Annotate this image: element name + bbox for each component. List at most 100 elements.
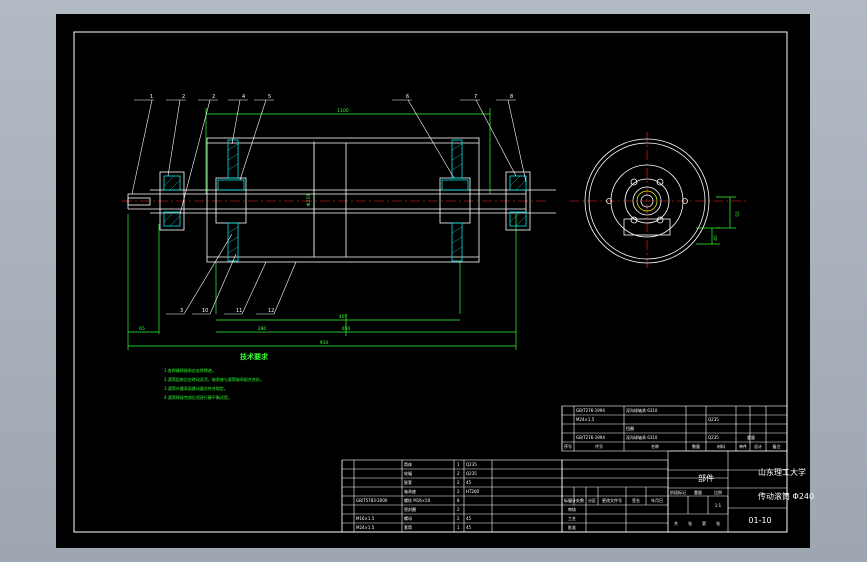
balloon-3: 3 (180, 308, 183, 314)
lower-row-5-name: 密封圈 (404, 506, 416, 512)
lower-row-6-name: 螺母 (404, 515, 412, 521)
balloon-8: 8 (510, 94, 513, 100)
end-view (584, 138, 710, 264)
org-name: 山东理工大学 (758, 467, 806, 477)
lower-row-3-material: HT200 (466, 489, 480, 494)
lower-row-5-qty: 2 (457, 507, 460, 512)
sheet-label-3: 张 (716, 520, 720, 526)
lower-row-1-qty: 2 (457, 471, 460, 476)
balloon-6: 6 (406, 94, 409, 100)
lower-row-3-qty: 2 (457, 489, 460, 494)
sheet-label-1: 张 (688, 520, 692, 526)
upper-header-6: 总计 (754, 443, 762, 449)
upper-header-1: 代号 (595, 443, 603, 449)
upper-row-3-code: GB/T276-1994 (576, 435, 605, 440)
lower-row-1-material: Q235 (466, 471, 477, 476)
balloon-10: 10 (202, 308, 208, 314)
upper-row-3-name: 深沟球轴承 6310 (626, 434, 658, 440)
lower-row-6-material: 45 (466, 516, 472, 521)
end-view-bearing (636, 190, 658, 212)
lower-row-0-material: Q235 (466, 462, 477, 467)
dimension-lines (127, 108, 736, 350)
dim-diameter: Φ219 (306, 194, 312, 206)
balloon-12: 12 (268, 308, 274, 314)
dim-mid-length-2: 650 (342, 326, 351, 332)
roller-body (127, 137, 556, 263)
sign-label-4: 签名 (632, 497, 640, 503)
sign-label-1: 处数 (576, 497, 584, 503)
upper-weight-label: 重量 (747, 434, 755, 440)
dimension-texts: 1100 Φ219 407 280 650 910 65 55 40 (139, 108, 741, 346)
tech-line-2: 2.滚筒组装后应转动灵活，轴承座与滚筒轴承配合良好。 (164, 376, 264, 382)
lower-row-7-qty: 1 (457, 525, 460, 530)
balloon-5: 5 (268, 94, 271, 100)
dim-right-small-2: 40 (713, 235, 719, 241)
lower-row-6-qty: 2 (457, 516, 460, 521)
upper-header-2: 名称 (651, 443, 659, 449)
section-hatching (163, 139, 527, 262)
lower-row-4-name: 螺栓 M16×50 (404, 497, 431, 503)
sign-label-2: 分区 (588, 497, 596, 503)
tech-line-4: 4.滚筒焊接完成后须进行静平衡试验。 (164, 394, 232, 400)
lower-row-7-name: 套筒 (404, 524, 412, 530)
upper-header-3: 数量 (692, 443, 700, 449)
lower-row-7-code: M24×1.5 (356, 525, 375, 530)
upper-row-0-code: GB/T276-1994 (576, 408, 605, 413)
lower-row-2-material: 45 (466, 480, 472, 485)
stage-label-0: 阶段标记 (670, 489, 686, 495)
upper-row-1-material: Q235 (708, 417, 719, 422)
balloon-2b: 2 (212, 94, 215, 100)
upper-row-0-name: 深沟球轴承 6310 (626, 407, 658, 413)
sheet-label-2: 第 (702, 520, 706, 526)
dim-overall-bottom: 910 (320, 340, 329, 346)
dim-overall-top: 1100 (337, 108, 349, 114)
title-block (341, 405, 788, 533)
lower-row-7-material: 45 (466, 525, 472, 530)
drawing-canvas[interactable]: 1100 Φ219 407 280 650 910 65 55 40 (56, 14, 814, 548)
part-label: 部件 (698, 473, 714, 483)
balloon-leaders (131, 99, 527, 315)
balloon-4: 4 (242, 94, 245, 100)
lower-row-4-qty: 8 (457, 498, 460, 503)
dim-inner-length: 407 (339, 314, 348, 320)
lower-row-2-name: 胀套 (404, 479, 412, 485)
lower-row-6-code: M16×1.5 (356, 516, 375, 521)
lower-row-0-qty: 1 (457, 462, 460, 467)
tech-requirements-title: 技术要求 (240, 352, 269, 361)
balloon-2a: 2 (182, 94, 185, 100)
sign-label-3: 更改文件号 (602, 497, 622, 503)
upper-row-2-name: 挡圈 (626, 425, 634, 431)
lower-row-4-code: GB/T5783-2000 (356, 498, 388, 503)
sheet-label-0: 共 (674, 520, 678, 526)
upper-row-1-code: M24×1.5 (576, 417, 595, 422)
hatch-lines (163, 143, 527, 254)
dim-right-small: 55 (735, 211, 741, 217)
drawing-title: 传动滚筒 Φ240 (758, 491, 814, 501)
stage-label-2: 比例 (714, 489, 722, 495)
drawing-frame (73, 31, 788, 533)
lower-row-3-name: 轴承座 (404, 488, 416, 494)
upper-header-7: 备注 (773, 443, 781, 449)
lower-row-0-name: 筒体 (404, 461, 412, 467)
center-lines (122, 132, 746, 270)
drawing-number: 01-10 (748, 516, 771, 525)
role-label-1: 审核 (568, 506, 576, 512)
role-label-2: 工艺 (568, 516, 576, 521)
dim-left-small: 65 (139, 326, 145, 332)
upper-header-4: 材料 (717, 443, 725, 449)
balloon-11: 11 (236, 308, 242, 314)
sign-label-5: 年月日 (651, 497, 663, 503)
stage-label-1: 重量 (694, 489, 702, 495)
drawing-sheet[interactable]: 1100 Φ219 407 280 650 910 65 55 40 (56, 14, 814, 548)
role-label-3: 批准 (568, 524, 576, 530)
tech-line-1: 1.各焊缝焊接前应去除锈迹。 (164, 367, 216, 373)
upper-header-0: 序号 (564, 443, 572, 449)
balloon-labels: 1 2 2 4 5 6 7 8 3 10 11 12 (150, 94, 513, 314)
balloon-7: 7 (474, 94, 477, 100)
role-label-0: 设计 (568, 497, 576, 503)
sign-label-0: 标记 (564, 497, 572, 503)
lower-row-1-name: 轮辐 (404, 470, 412, 476)
upper-header-5: 单件 (739, 443, 747, 449)
